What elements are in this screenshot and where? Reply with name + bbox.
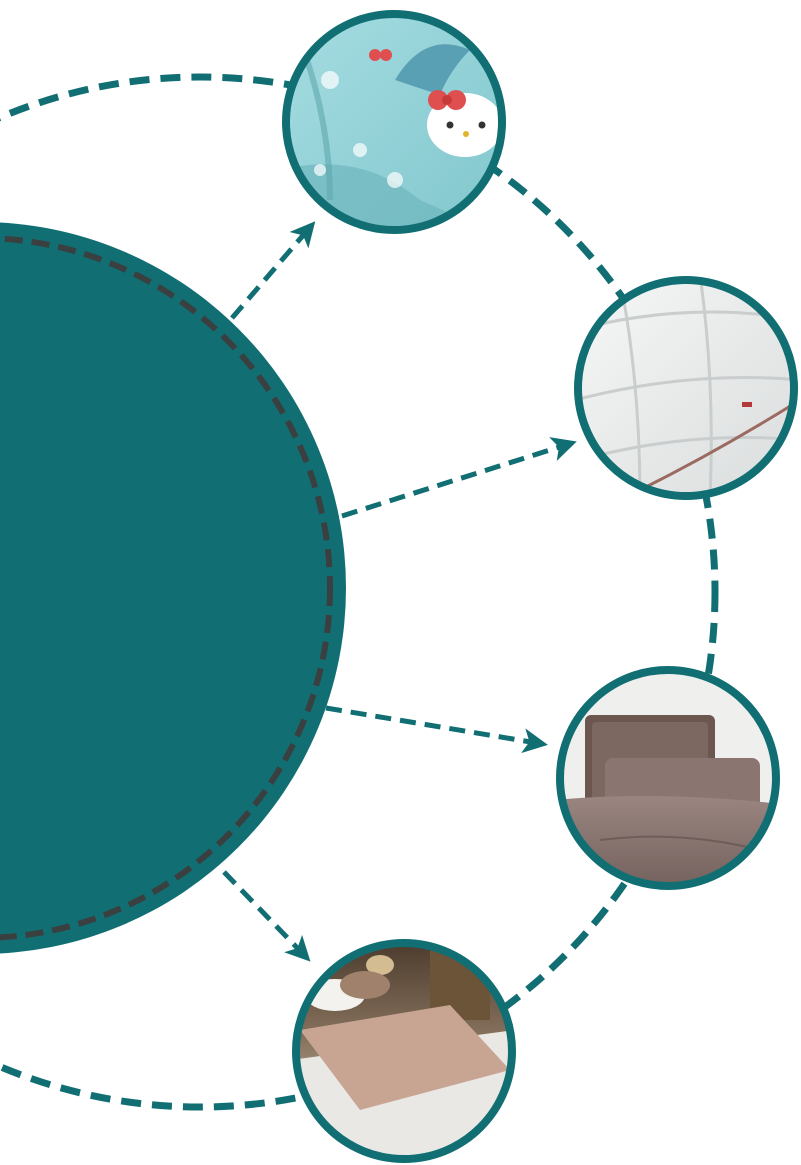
white-quilted-duvet-photo [570, 270, 801, 505]
arrow-to-down-duvet [342, 443, 572, 516]
arrow-to-pillows-sheets [326, 708, 543, 744]
node-kids-bedding[interactable] [280, 10, 510, 240]
hub-circle [0, 222, 346, 954]
central-hub [0, 222, 346, 954]
arrow-to-bed-cover [224, 872, 307, 958]
node-pillows-sheets[interactable] [555, 665, 790, 900]
node-bed-cover[interactable] [290, 940, 520, 1165]
arrow-to-kids-bedding [232, 225, 312, 318]
node-down-duvet[interactable] [570, 270, 801, 505]
